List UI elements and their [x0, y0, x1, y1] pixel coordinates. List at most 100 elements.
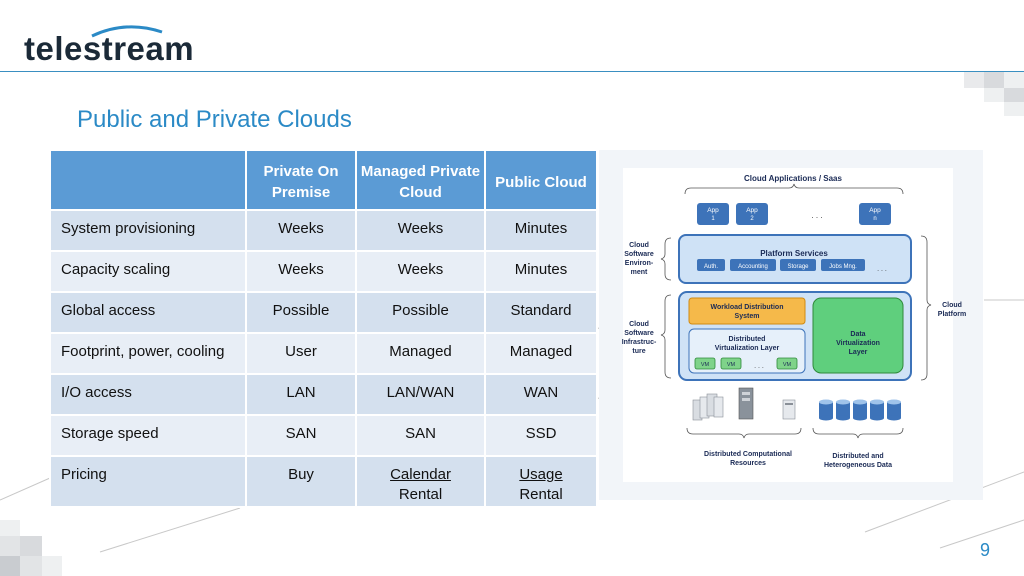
bottom-left-brace [686, 427, 802, 439]
page-number: 9 [979, 540, 990, 560]
cloud-apps-label: Cloud Applications / Saas [744, 174, 842, 183]
bottom-left-line-1: Distributed Computational [704, 451, 792, 458]
app-2-number: 2 [750, 216, 754, 222]
row-label: Pricing [49, 455, 247, 508]
cell-public: Minutes [484, 209, 598, 252]
row-label: I/O access [49, 373, 247, 416]
cell-private: SAN [245, 414, 357, 457]
data-virtualization-box [812, 297, 904, 374]
cell-private: Weeks [245, 209, 357, 252]
app-n-box [859, 203, 891, 225]
table-row: Footprint, power, cooling User Managed M… [49, 332, 598, 375]
service-jobs-label: Jobs Mng. [829, 264, 857, 270]
row-label: System provisioning [49, 209, 247, 252]
cell-private: Weeks [245, 250, 357, 293]
top-brace [684, 183, 904, 195]
table-row: Storage speed SAN SAN SSD [49, 414, 598, 457]
app-2-box [736, 203, 768, 225]
cell-private: Buy [245, 455, 357, 508]
software-env-line-2: Software [624, 251, 654, 258]
rental-text: Rental [519, 486, 563, 503]
software-env-brace [660, 237, 672, 281]
platform-services-label: Platform Services [760, 249, 828, 258]
cell-public: WAN [484, 373, 598, 416]
server-cluster-icon [692, 393, 724, 421]
vm-1-label: VM [701, 362, 710, 368]
bottom-right-brace [812, 427, 904, 439]
bottom-left-line-2: Resources [730, 460, 766, 467]
software-infra-line-2: Software [624, 330, 654, 337]
logo-text: telestream [24, 30, 195, 67]
server-tower-icon [738, 387, 754, 420]
vm-1-box [694, 357, 716, 370]
slide-title: Public and Private Clouds [77, 106, 352, 133]
cell-public: Standard [484, 291, 598, 334]
app-1-label: App [707, 207, 719, 214]
virtualization-layer-box [688, 328, 806, 374]
app-1-box [697, 203, 729, 225]
service-accounting-label: Accounting [738, 264, 768, 270]
table-row: System provisioning Weeks Weeks Minutes [49, 209, 598, 252]
vm-2-box [720, 357, 742, 370]
vm-3-label: VM [783, 362, 792, 368]
logo-swoosh-icon [91, 25, 163, 38]
rental-text: Rental [398, 486, 443, 503]
cell-private: LAN [245, 373, 357, 416]
cell-managed: Managed [355, 332, 486, 375]
vm-3-box [776, 357, 798, 370]
bottom-right-line-1: Distributed and [832, 453, 883, 460]
service-storage-label: Storage [787, 264, 809, 270]
data-layer-line-2: Virtualization [836, 340, 880, 347]
virtualization-line-1: Distributed [729, 336, 766, 343]
software-infra-line-1: Cloud [629, 321, 649, 328]
cell-public: Usage Rental [484, 455, 598, 508]
cloud-architecture-diagram: Cloud Applications / Saas App 1 App 2 . … [599, 150, 983, 500]
services-ellipsis: . . . [877, 266, 887, 273]
app-ellipsis: . . . [811, 211, 822, 220]
cell-managed: Possible [355, 291, 486, 334]
service-accounting-box [730, 259, 776, 271]
vm-ellipsis: . . . [754, 363, 764, 370]
row-label: Capacity scaling [49, 250, 247, 293]
cell-private: User [245, 332, 357, 375]
cell-public: SSD [484, 414, 598, 457]
decorative-squares-top-right [964, 72, 1024, 116]
header-managed-private-cloud: Managed Private Cloud [355, 149, 486, 211]
cloud-platform-line-2: Platform [938, 311, 966, 318]
cloud-platform-brace [920, 235, 932, 381]
bottom-right-line-2: Heterogeneous Data [824, 462, 892, 469]
table-row: Global access Possible Possible Standard [49, 291, 598, 334]
service-jobs-box [821, 259, 865, 271]
cell-managed: SAN [355, 414, 486, 457]
app-1-number: 1 [711, 216, 715, 222]
table-header-row: Private On Premise Managed Private Cloud… [49, 149, 598, 211]
app-n-number: n [873, 216, 876, 222]
software-env-line-1: Cloud [629, 242, 649, 249]
header-divider [0, 71, 1024, 72]
row-label: Footprint, power, cooling [49, 332, 247, 375]
cell-managed: Weeks [355, 209, 486, 252]
software-infra-line-4: ture [632, 348, 645, 355]
software-infra-brace [660, 294, 672, 379]
header-private-on-premise: Private On Premise [245, 149, 357, 211]
vm-2-label: VM [727, 362, 736, 368]
row-label: Global access [49, 291, 247, 334]
app-2-label: App [746, 207, 758, 214]
service-auth-box [697, 259, 725, 271]
cell-public: Minutes [484, 250, 598, 293]
cell-private: Possible [245, 291, 357, 334]
workload-line-2: System [735, 313, 760, 320]
workload-line-1: Workload Distribution [711, 304, 784, 311]
calendar-underlined: Calendar [390, 466, 451, 483]
decorative-squares-bottom-left [0, 520, 62, 576]
data-layer-line-1: Data [850, 331, 865, 338]
data-cylinders-icon [819, 399, 901, 421]
table-row: I/O access LAN LAN/WAN WAN [49, 373, 598, 416]
header-public-cloud: Public Cloud [484, 149, 598, 211]
service-auth-label: Auth. [704, 264, 718, 270]
app-n-label: App [869, 207, 881, 214]
service-storage-box [780, 259, 816, 271]
